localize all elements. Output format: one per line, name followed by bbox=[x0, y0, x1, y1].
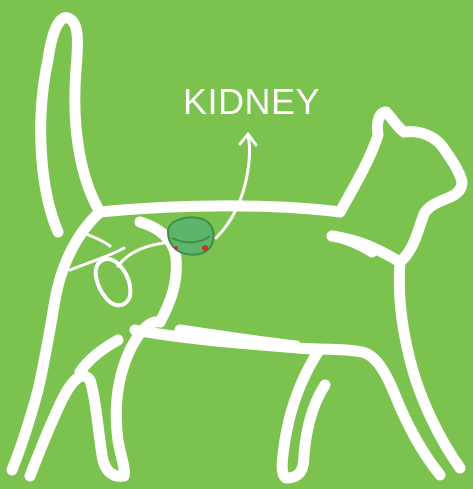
kidney-label: KIDNEY bbox=[183, 84, 320, 120]
cat-tail bbox=[41, 18, 100, 232]
cat-front-leg-far bbox=[282, 352, 325, 478]
arrow-icon bbox=[216, 134, 256, 238]
cat-hip bbox=[12, 212, 100, 470]
cat-rear-leg-far bbox=[80, 340, 118, 372]
cat-back bbox=[100, 206, 340, 212]
kidney-icon bbox=[168, 218, 213, 255]
internal-vessel-1 bbox=[118, 242, 172, 266]
internal-vessel-3 bbox=[80, 232, 110, 246]
internal-organ-outline bbox=[96, 259, 131, 305]
cat-front-leg-near bbox=[399, 262, 460, 468]
cat-shoulder bbox=[332, 236, 372, 252]
